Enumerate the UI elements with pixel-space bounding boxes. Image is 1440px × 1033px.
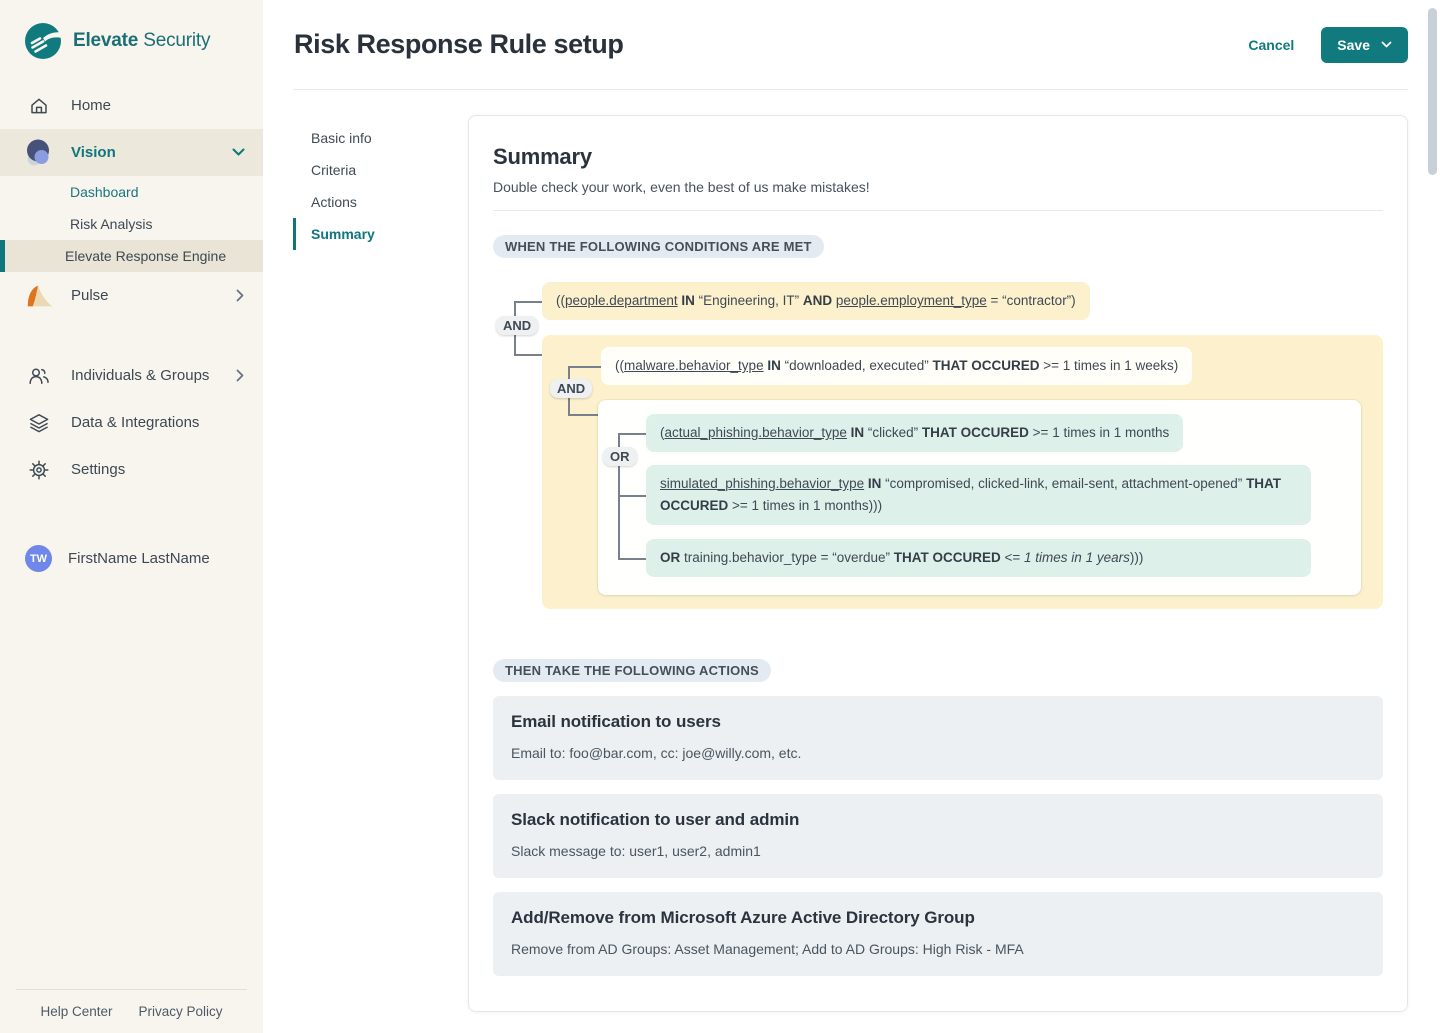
action-card-azure-ad: Add/Remove from Microsoft Azure Active D… <box>493 892 1383 976</box>
scrollbar-track[interactable] <box>1426 0 1440 1033</box>
sidebar-footer: Help Center Privacy Policy <box>0 989 263 1033</box>
sidebar: Elevate Security Home <box>0 0 263 1033</box>
brand-name: Elevate Security <box>73 30 211 51</box>
summary-card: Summary Double check your work, even the… <box>468 115 1408 1012</box>
sidebar-item-data-integrations[interactable]: Data & Integrations <box>0 399 263 446</box>
connector-line <box>568 366 601 368</box>
gear-icon <box>24 459 54 481</box>
sidebar-item-individuals-groups[interactable]: Individuals & Groups <box>0 352 263 399</box>
action-detail: Slack message to: user1, user2, admin1 <box>511 843 761 859</box>
sidebar-item-risk-analysis[interactable]: Risk Analysis <box>70 216 153 232</box>
vision-icon <box>24 138 54 168</box>
sidebar-item-vision[interactable]: Vision <box>0 129 263 176</box>
cancel-button[interactable]: Cancel <box>1248 36 1295 53</box>
condition-training: OR training.behavior_type = “overdue” TH… <box>646 539 1311 577</box>
operator-and: AND <box>496 316 539 335</box>
sidebar-item-label: Individuals & Groups <box>71 367 210 384</box>
connector-line <box>514 301 542 303</box>
sidebar-item-home[interactable]: Home <box>0 82 263 129</box>
step-summary[interactable]: Summary <box>293 218 468 250</box>
sidebar-nav: Home Vision Dashboard Risk Analysis Elev… <box>0 82 263 582</box>
action-detail: Remove from AD Groups: Asset Management;… <box>511 941 1024 957</box>
page-title: Risk Response Rule setup <box>294 29 624 59</box>
sidebar-item-elevate-response-engine[interactable]: Elevate Response Engine <box>0 240 263 272</box>
sidebar-item-pulse[interactable]: Pulse <box>0 272 263 319</box>
step-criteria[interactable]: Criteria <box>311 162 357 178</box>
action-title: Slack notification to user and admin <box>511 810 800 829</box>
main-content: Risk Response Rule setup Cancel Save Bas… <box>263 0 1440 1033</box>
user-name: FirstName LastName <box>68 550 210 567</box>
wizard-steps: Basic info Criteria Actions Summary <box>293 115 468 1012</box>
sidebar-item-label: Vision <box>71 144 116 161</box>
brand-logo[interactable]: Elevate Security <box>0 0 263 60</box>
sidebar-item-label: Data & Integrations <box>71 414 200 431</box>
condition-people: ((people.department IN “Engineering, IT”… <box>542 282 1090 320</box>
condition-group-yellow: ((malware.behavior_type IN “downloaded, … <box>542 335 1383 609</box>
conditions-badge: WHEN THE FOLLOWING CONDITIONS ARE MET <box>493 235 824 258</box>
sidebar-item-settings[interactable]: Settings <box>0 446 263 493</box>
connector-line <box>618 433 646 435</box>
scrollbar-thumb[interactable] <box>1428 8 1437 175</box>
privacy-policy-link[interactable]: Privacy Policy <box>138 1004 223 1019</box>
condition-simulated-phishing: simulated_phishing.behavior_type IN “com… <box>646 465 1311 525</box>
condition-malware: ((malware.behavior_type IN “downloaded, … <box>601 347 1193 385</box>
help-center-link[interactable]: Help Center <box>40 1004 113 1019</box>
save-button[interactable]: Save <box>1321 26 1408 63</box>
operator-and: AND <box>550 379 593 398</box>
step-basic-info[interactable]: Basic info <box>311 130 372 146</box>
sidebar-item-dashboard[interactable]: Dashboard <box>70 184 139 200</box>
chevron-down-icon <box>1381 41 1392 49</box>
condition-group-or: (actual_phishing.behavior_type IN “click… <box>598 400 1361 595</box>
connector-line <box>618 558 646 560</box>
chevron-down-icon <box>232 148 245 157</box>
sidebar-item-label: Home <box>71 97 112 114</box>
nav-spacer <box>0 319 263 352</box>
action-card-email: Email notification to users Email to: fo… <box>493 696 1383 780</box>
connector-line <box>618 495 646 497</box>
sidebar-item-label: Settings <box>71 461 126 478</box>
elevate-logo-icon <box>24 22 62 60</box>
people-icon <box>24 365 54 387</box>
connector-line <box>568 414 598 416</box>
pulse-icon <box>24 282 54 310</box>
action-title: Email notification to users <box>511 712 721 731</box>
action-title: Add/Remove from Microsoft Azure Active D… <box>511 908 975 927</box>
summary-title: Summary <box>493 144 592 169</box>
summary-subtitle: Double check your work, even the best of… <box>493 179 870 195</box>
connector-line <box>514 354 542 356</box>
chevron-right-icon <box>236 289 245 302</box>
sidebar-item-label: Pulse <box>71 287 109 304</box>
divider <box>493 210 1383 211</box>
action-detail: Email to: foo@bar.com, cc: joe@willy.com… <box>511 745 802 761</box>
avatar: TW <box>25 545 52 572</box>
chevron-right-icon <box>236 369 245 382</box>
footer-divider <box>16 989 247 990</box>
save-button-label: Save <box>1337 36 1370 53</box>
operator-or: OR <box>603 447 637 466</box>
conditions-tree: ((people.department IN “Engineering, IT”… <box>493 282 1383 609</box>
user-profile[interactable]: TW FirstName LastName <box>0 535 263 582</box>
action-card-slack: Slack notification to user and admin Sla… <box>493 794 1383 878</box>
condition-actual-phishing: (actual_phishing.behavior_type IN “click… <box>646 414 1184 452</box>
page-header: Risk Response Rule setup Cancel Save <box>294 0 1408 90</box>
home-icon <box>24 95 54 117</box>
step-actions[interactable]: Actions <box>311 194 357 210</box>
actions-badge: THEN TAKE THE FOLLOWING ACTIONS <box>493 659 771 682</box>
layers-icon <box>24 412 54 434</box>
